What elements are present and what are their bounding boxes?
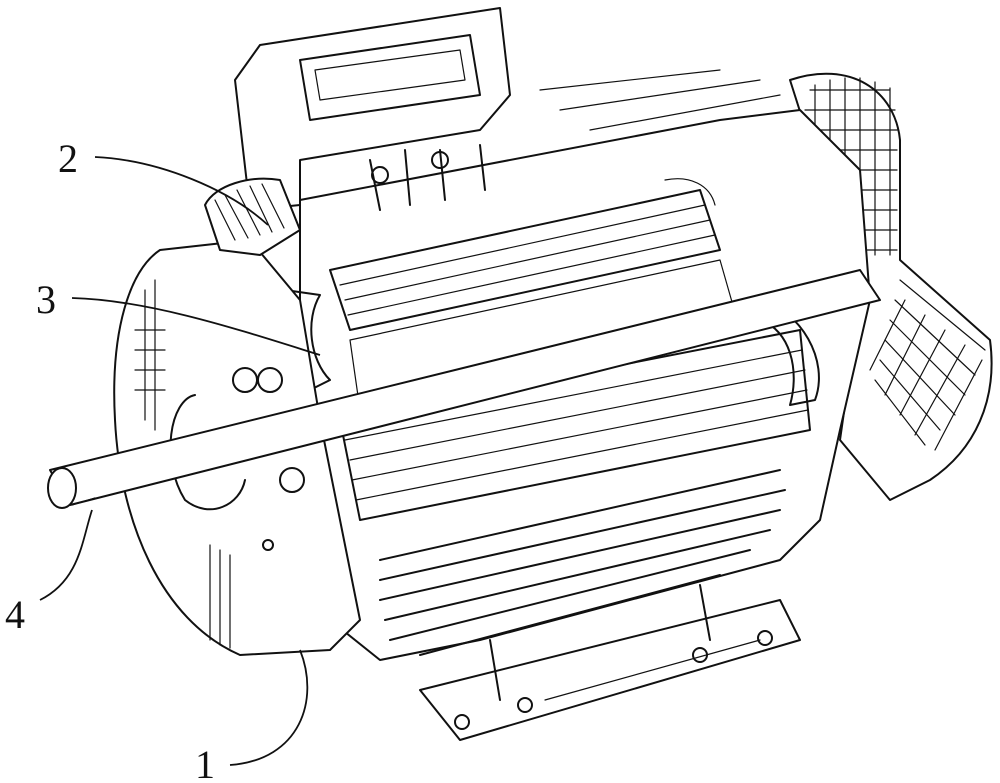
leader-line-4 [39,509,93,601]
leader-line-3 [71,297,321,356]
motor-frame [269,69,871,661]
callout-2: 2 [58,136,78,181]
callout-4: 4 [5,592,25,637]
callout-3: 3 [36,277,56,322]
callout-1: 1 [195,742,215,783]
shaft [47,269,881,509]
bearing-assembly [204,177,301,256]
leader-line-1 [229,649,309,766]
leader-line-2 [94,156,269,226]
leader-lines [39,156,321,766]
cooling-fins [379,69,786,656]
mounting-foot [419,584,801,741]
